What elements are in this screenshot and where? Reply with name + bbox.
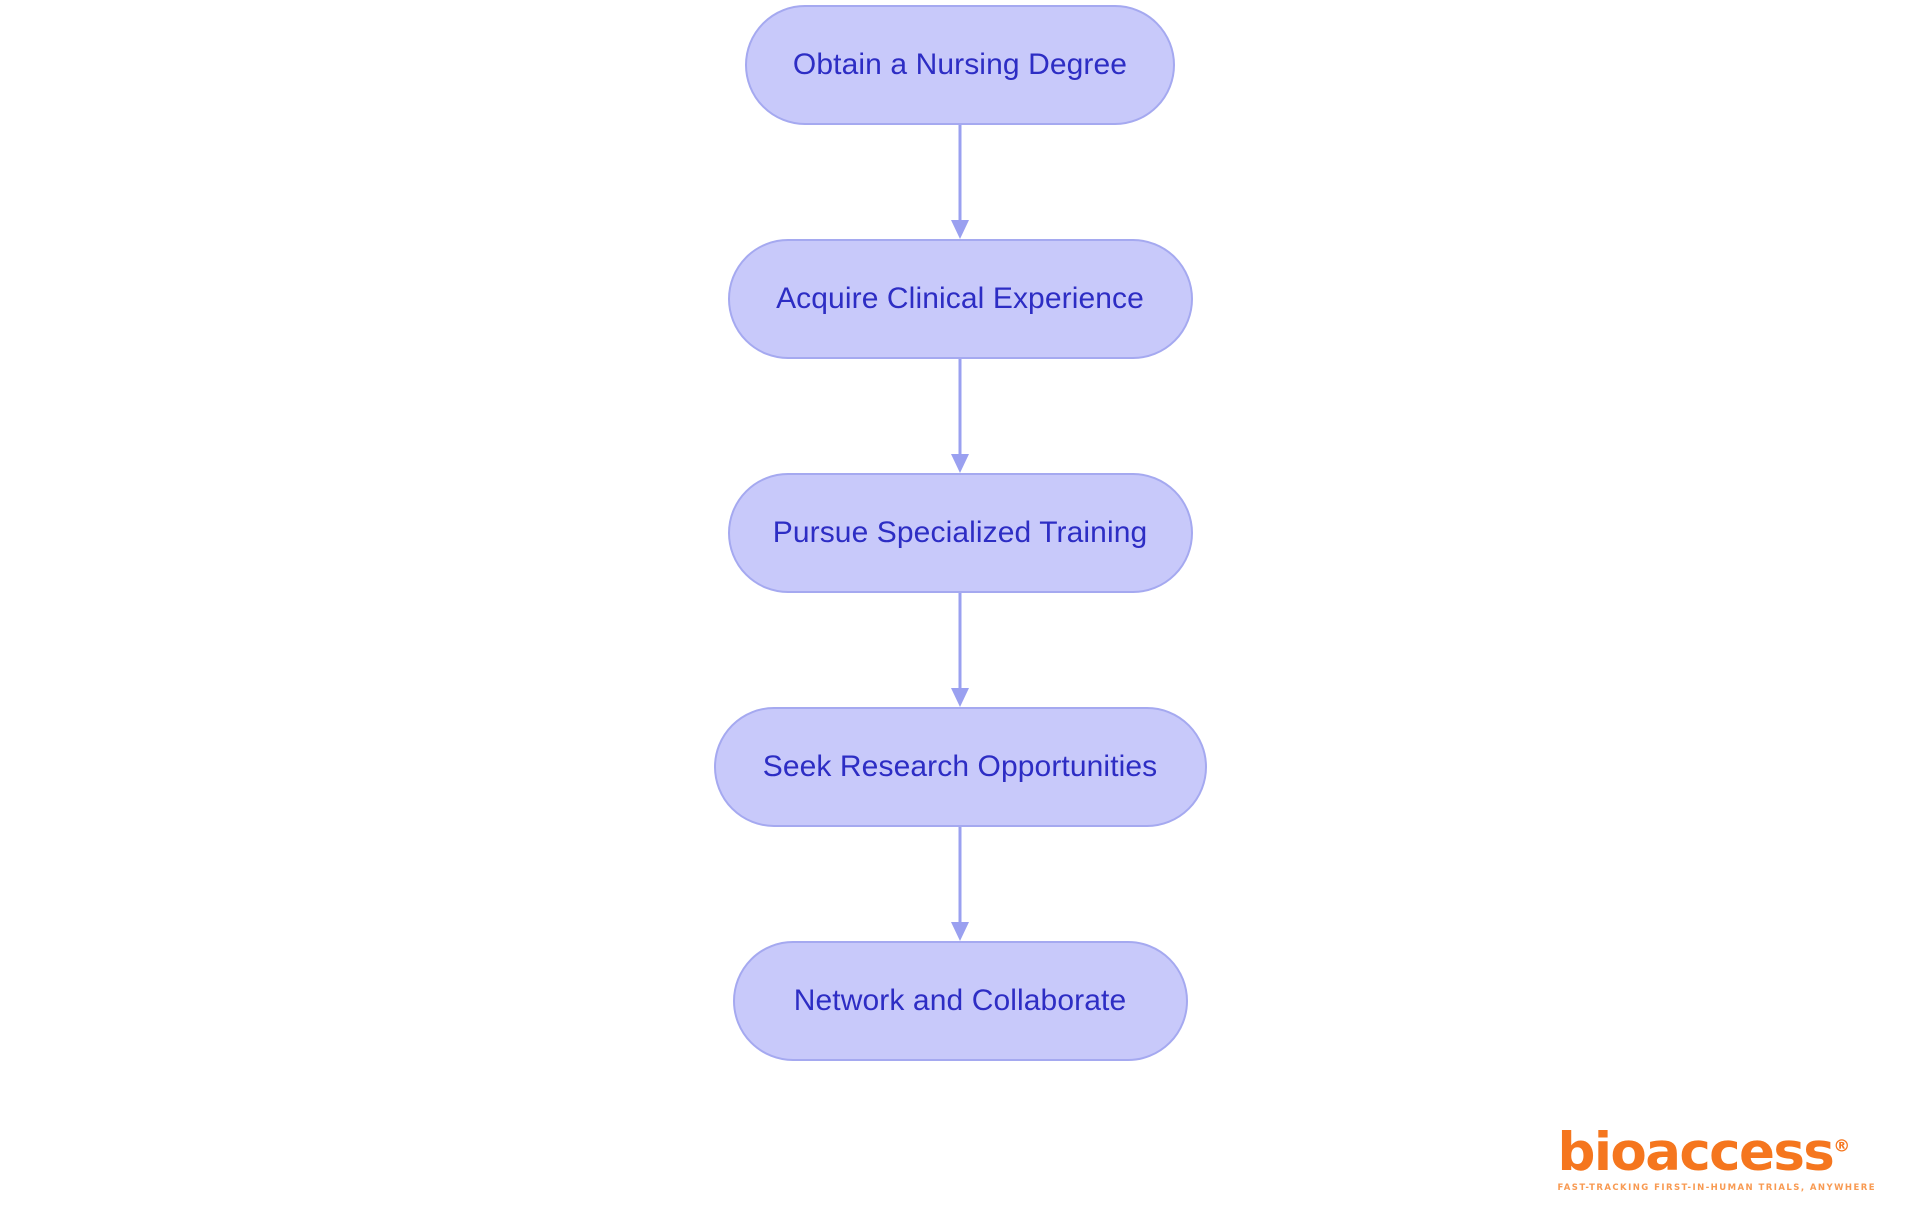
registered-trademark-icon: ® <box>1833 1136 1851 1157</box>
flow-node-column: Obtain a Nursing Degree Acquire Clinical… <box>0 5 1920 1061</box>
flow-node-pursue-specialized-training[interactable]: Pursue Specialized Training <box>727 473 1193 593</box>
flow-connector-1-to-2 <box>951 125 969 239</box>
connector-line <box>958 125 962 221</box>
flow-node-acquire-clinical-experience[interactable]: Acquire Clinical Experience <box>727 239 1193 359</box>
flow-node-seek-research-opportunities[interactable]: Seek Research Opportunities <box>713 707 1207 827</box>
flow-node-label: Pursue Specialized Training <box>772 516 1148 549</box>
arrowhead-down-icon <box>951 220 969 239</box>
connector-line <box>958 593 962 689</box>
arrowhead-down-icon <box>951 454 969 473</box>
flow-connector-3-to-4 <box>951 593 969 707</box>
connector-line <box>958 827 962 923</box>
logo-tagline: FAST-TRACKING FIRST-IN-HUMAN TRIALS, ANY… <box>1557 1183 1876 1193</box>
flow-node-label: Acquire Clinical Experience <box>776 282 1144 315</box>
flow-connector-2-to-3 <box>951 359 969 473</box>
flow-connector-4-to-5 <box>951 827 969 941</box>
flow-node-obtain-a-nursing-degree[interactable]: Obtain a Nursing Degree <box>745 5 1175 125</box>
flow-node-label: Network and Collaborate <box>793 984 1127 1017</box>
connector-line <box>958 359 962 455</box>
flow-node-network-and-collaborate[interactable]: Network and Collaborate <box>732 941 1188 1061</box>
flow-node-label: Obtain a Nursing Degree <box>792 48 1128 81</box>
arrowhead-down-icon <box>951 688 969 707</box>
flow-node-label: Seek Research Opportunities <box>762 750 1158 783</box>
bioaccess-logo: bioaccess® FAST-TRACKING FIRST-IN-HUMAN … <box>1557 1126 1876 1193</box>
arrowhead-down-icon <box>951 922 969 941</box>
logo-wordmark-label: bioaccess <box>1557 1122 1834 1183</box>
logo-wordmark-text: bioaccess® <box>1557 1126 1850 1179</box>
